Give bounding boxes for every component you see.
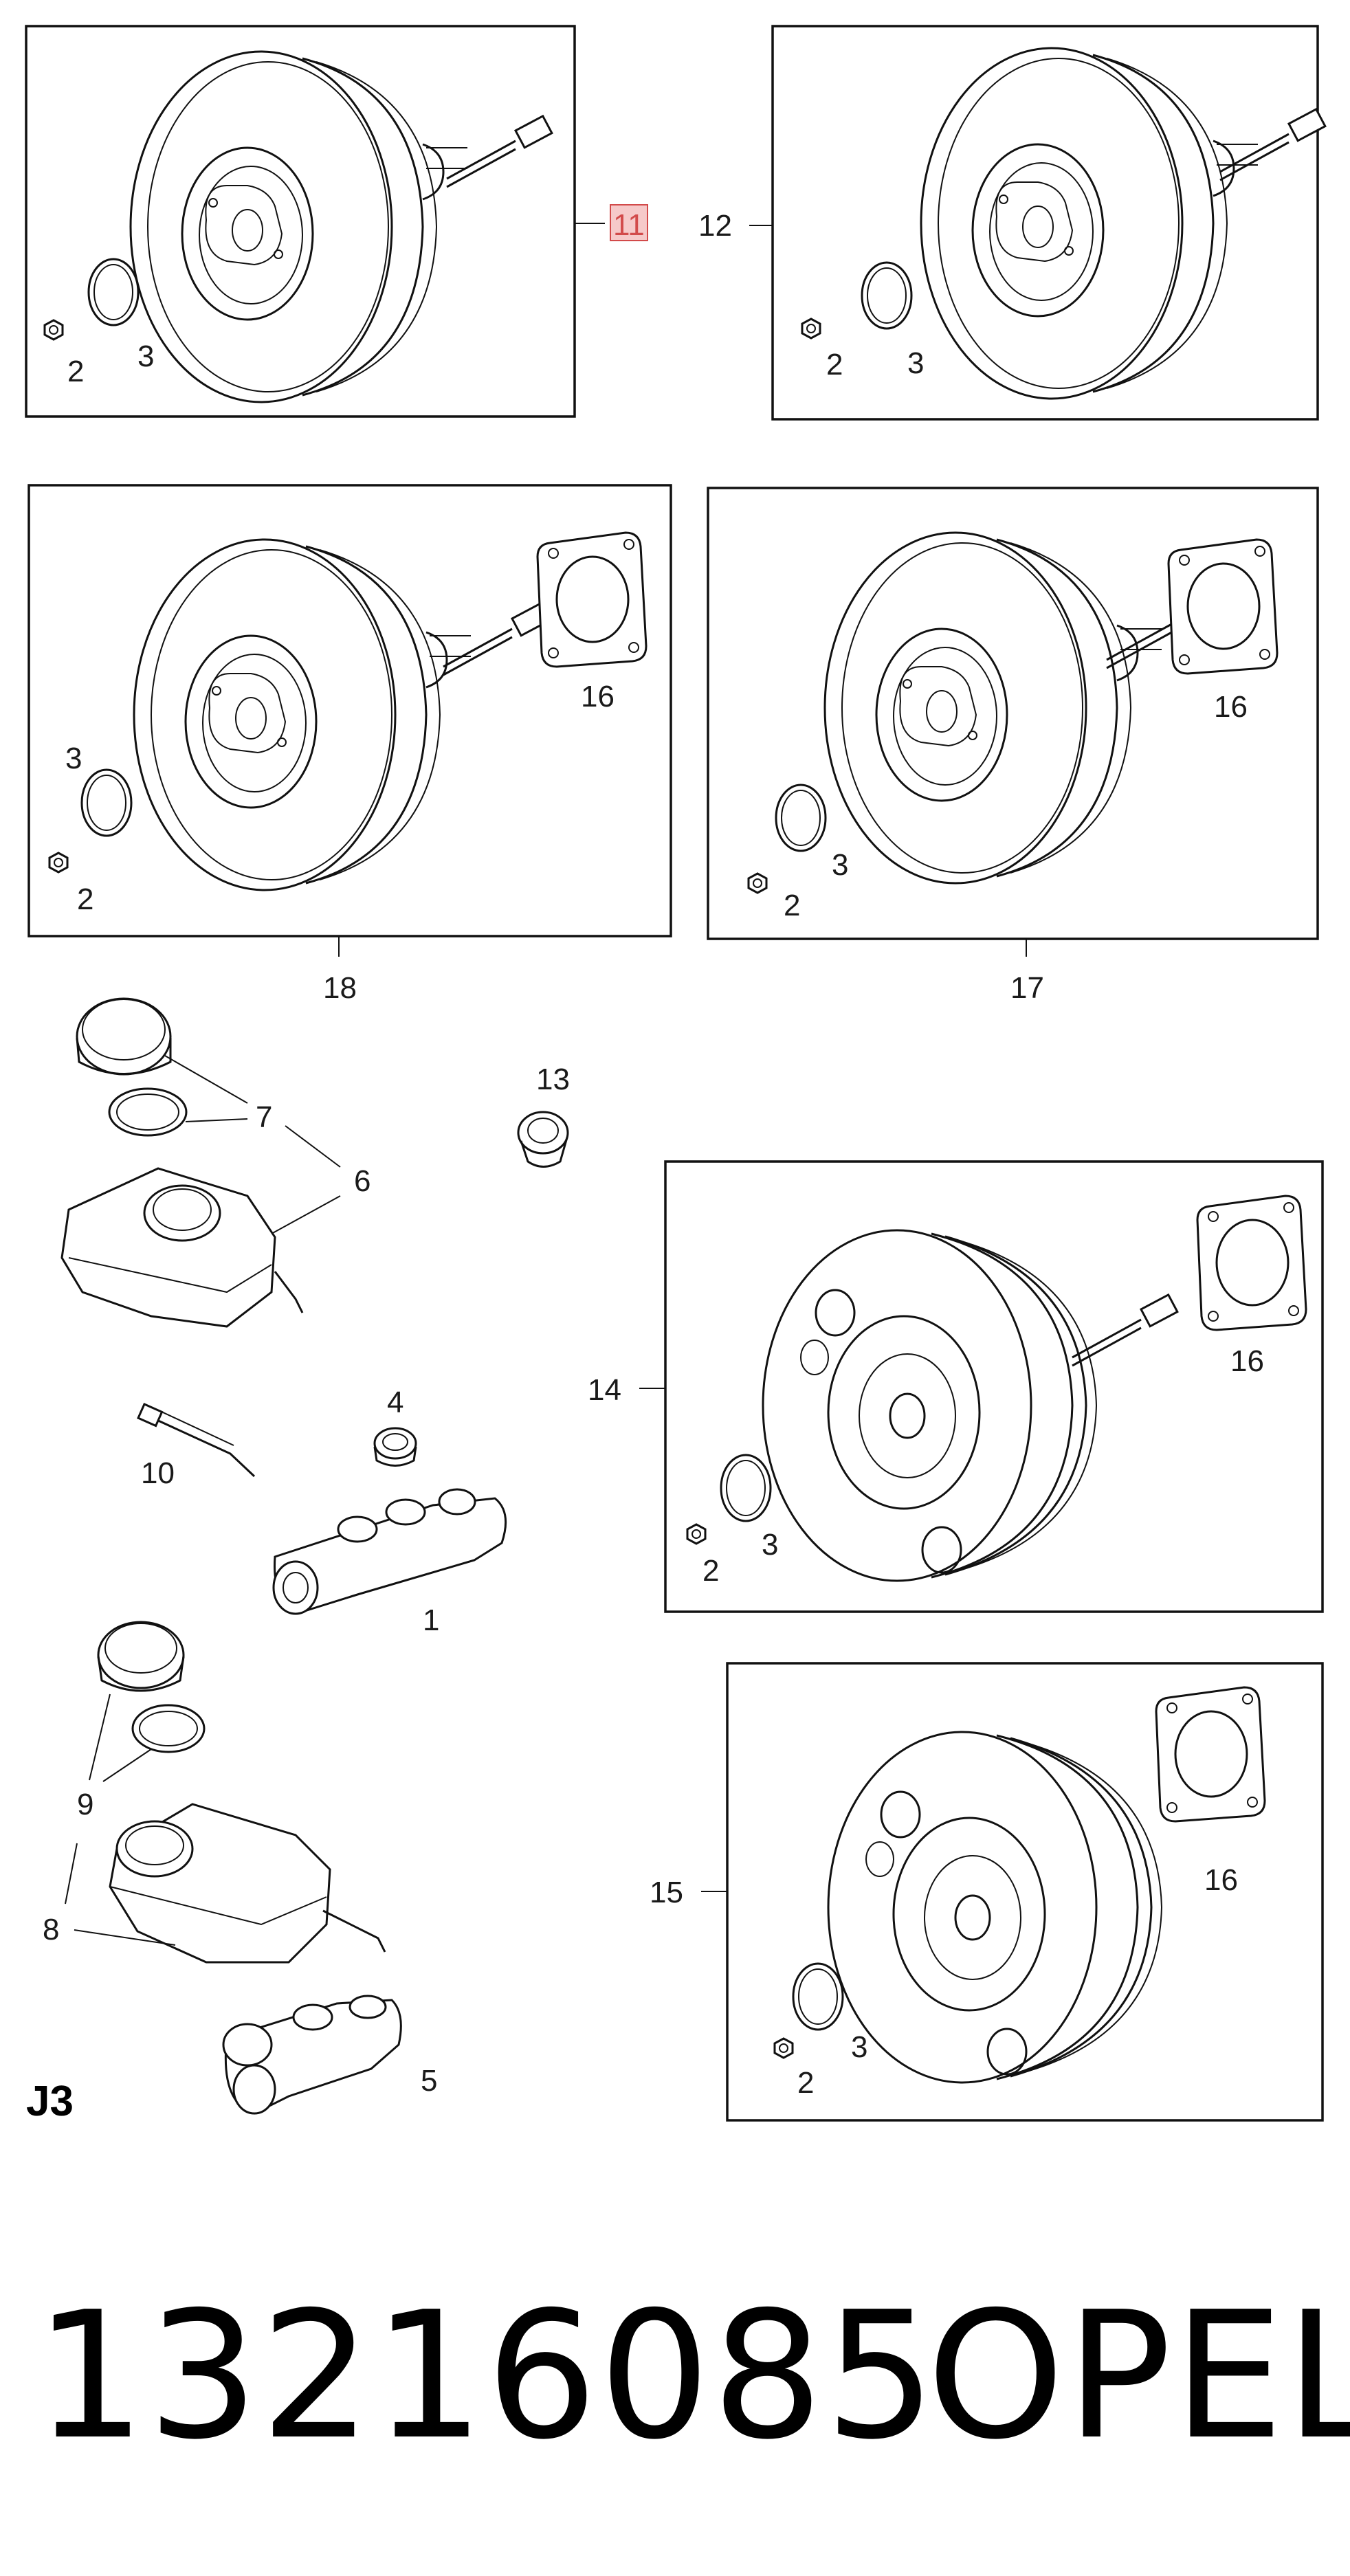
panel-12: 2 3 12 <box>698 25 1327 421</box>
callout-4: 4 <box>387 1386 403 1419</box>
panel-15: 16 3 2 15 <box>650 1662 1324 2122</box>
callout-16: 16 <box>1204 1863 1238 1897</box>
part-number: 13216085 <box>34 2274 938 2478</box>
callout-2: 2 <box>797 2066 814 2100</box>
callout-9: 9 <box>77 1788 93 1821</box>
plug-13: 13 <box>517 1063 570 1168</box>
callout-18[interactable]: 18 <box>323 971 357 1005</box>
callout-3: 3 <box>907 346 924 380</box>
callout-3: 3 <box>137 340 154 373</box>
pin-10: 10 <box>137 1403 256 1490</box>
panel-11-frame <box>25 25 576 418</box>
callout-8: 8 <box>43 1913 59 1946</box>
panel-18-frame <box>27 484 672 937</box>
callout-10: 10 <box>141 1456 175 1490</box>
callout-17[interactable]: 17 <box>1010 971 1044 1005</box>
callout-13: 13 <box>536 1063 570 1096</box>
callout-12[interactable]: 12 <box>698 209 732 243</box>
reservoir-cap-7: 7 <box>76 997 341 1168</box>
reservoir-6: 6 <box>60 1164 370 1328</box>
callout-6: 6 <box>354 1164 370 1198</box>
callout-16: 16 <box>1230 1344 1264 1378</box>
callout-3: 3 <box>832 848 848 882</box>
callout-11[interactable]: 11 <box>613 208 645 242</box>
panel-11: 2 3 11 <box>25 25 648 418</box>
section-label: J3 <box>26 2078 74 2125</box>
callout-1: 1 <box>423 1603 439 1637</box>
callout-7: 7 <box>256 1100 272 1134</box>
seal-4: 4 <box>373 1386 417 1467</box>
callout-15[interactable]: 15 <box>650 1876 683 1909</box>
callout-2: 2 <box>702 1554 719 1588</box>
callout-16: 16 <box>581 680 615 713</box>
callout-3: 3 <box>762 1528 778 1562</box>
callout-2: 2 <box>784 889 800 922</box>
callout-14[interactable]: 14 <box>588 1373 621 1407</box>
callout-2: 2 <box>77 882 93 916</box>
panel-17-frame <box>707 487 1319 940</box>
callout-5: 5 <box>421 2064 437 2098</box>
reservoir-cap-9: 9 <box>65 1621 206 1905</box>
callout-3: 3 <box>65 742 82 775</box>
panel-18: 3 2 16 18 <box>27 484 672 1005</box>
callout-11-highlight <box>610 204 648 241</box>
master-cylinder-5: 5 <box>222 1995 437 2115</box>
brand-name: OPEL <box>927 2274 1350 2478</box>
panel-14: 16 3 2 14 <box>588 1160 1324 1613</box>
reservoir-8: 8 <box>43 1803 386 1964</box>
callout-3: 3 <box>851 2030 867 2064</box>
callout-2: 2 <box>67 355 84 388</box>
master-cylinder-1: 1 <box>272 1488 507 1637</box>
callout-2: 2 <box>826 348 843 381</box>
callout-16: 16 <box>1214 690 1248 724</box>
panel-17: 16 3 2 17 <box>707 487 1319 1005</box>
panel-14-frame <box>664 1160 1324 1613</box>
panel-12-frame <box>771 25 1319 421</box>
